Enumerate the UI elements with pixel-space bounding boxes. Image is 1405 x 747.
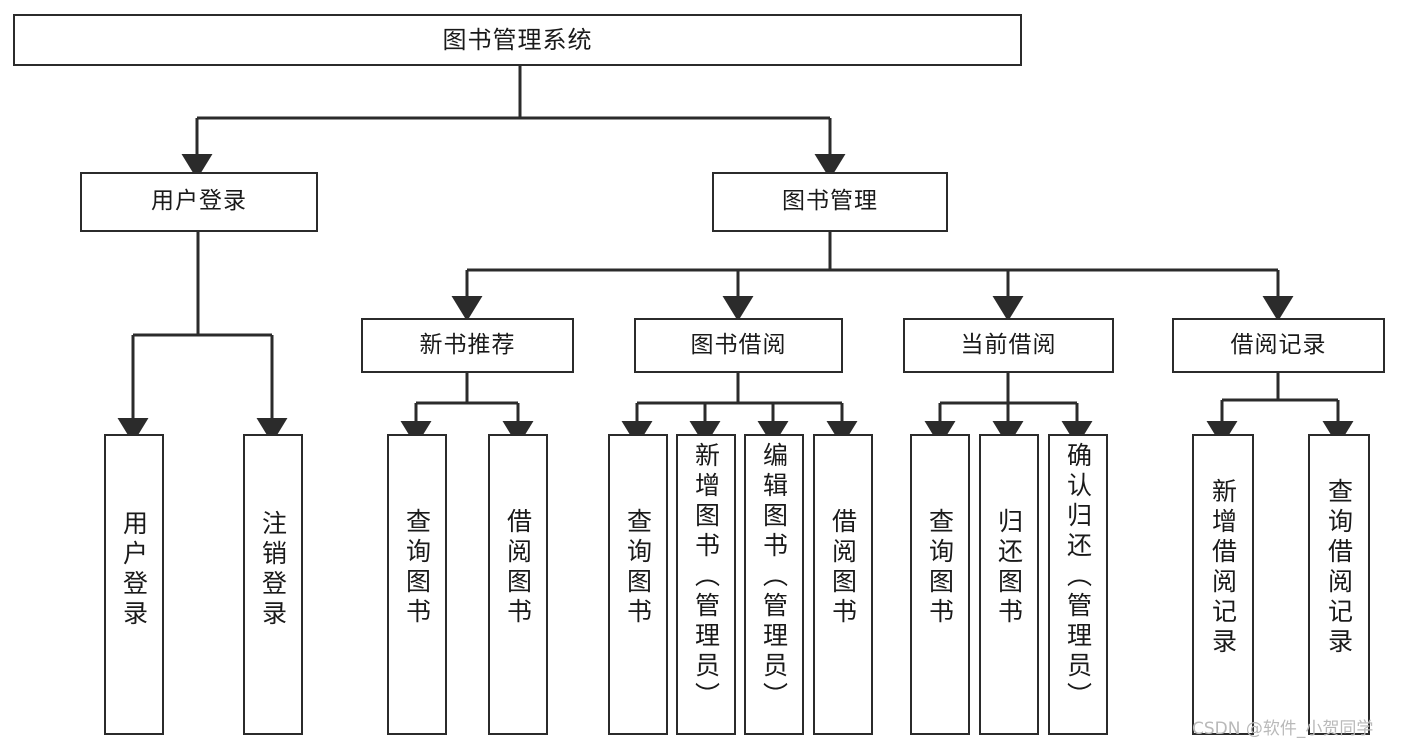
node-label: 编辑图书（管理员）	[759, 442, 789, 712]
leaf-add-borrow-record[interactable]: 新增借阅记录	[1192, 434, 1254, 735]
node-new-book-recommend[interactable]: 新书推荐	[361, 318, 574, 373]
node-label: 图书管理	[782, 188, 878, 215]
node-user-login[interactable]: 用户登录	[80, 172, 318, 232]
node-book-borrow[interactable]: 图书借阅	[634, 318, 843, 373]
node-label: 借阅图书	[828, 508, 858, 628]
node-borrow-records[interactable]: 借阅记录	[1172, 318, 1385, 373]
leaf-user-login[interactable]: 用户登录	[104, 434, 164, 735]
node-root-system[interactable]: 图书管理系统	[13, 14, 1022, 66]
node-label: 新书推荐	[419, 331, 516, 358]
leaf-query-book-recommend[interactable]: 查询图书	[387, 434, 447, 735]
leaf-borrow-book[interactable]: 借阅图书	[813, 434, 873, 735]
node-current-borrow[interactable]: 当前借阅	[903, 318, 1114, 373]
node-label: 归还图书	[994, 508, 1024, 628]
node-label: 确认归还（管理员）	[1063, 442, 1093, 712]
node-label: 新增借阅记录	[1208, 478, 1238, 658]
node-book-management[interactable]: 图书管理	[712, 172, 948, 232]
node-label: 借阅图书	[503, 508, 533, 628]
node-label: 当前借阅	[960, 331, 1057, 358]
node-label: 新增图书（管理员）	[691, 442, 721, 712]
leaf-edit-book-admin[interactable]: 编辑图书（管理员）	[744, 434, 804, 735]
node-label: 注销登录	[258, 510, 288, 630]
leaf-confirm-return-admin[interactable]: 确认归还（管理员）	[1048, 434, 1108, 735]
leaf-logout-login[interactable]: 注销登录	[243, 434, 303, 735]
node-label: 用户登录	[151, 188, 247, 215]
leaf-query-book-borrow[interactable]: 查询图书	[608, 434, 668, 735]
node-label: 图书管理系统	[442, 25, 593, 54]
csdn-watermark: CSDN @软件_小贺同学	[1192, 719, 1374, 739]
node-label: 查询图书	[925, 508, 955, 628]
node-label: 图书借阅	[690, 331, 787, 358]
leaf-query-borrow-record[interactable]: 查询借阅记录	[1308, 434, 1370, 735]
node-label: 查询借阅记录	[1324, 478, 1354, 658]
leaf-query-book-current[interactable]: 查询图书	[910, 434, 970, 735]
node-label: 借阅记录	[1230, 331, 1327, 358]
node-label: 查询图书	[402, 508, 432, 628]
node-label: 用户登录	[119, 510, 149, 630]
leaf-return-book[interactable]: 归还图书	[979, 434, 1039, 735]
leaf-borrow-book-recommend[interactable]: 借阅图书	[488, 434, 548, 735]
leaf-add-book-admin[interactable]: 新增图书（管理员）	[676, 434, 736, 735]
node-label: 查询图书	[623, 508, 653, 628]
